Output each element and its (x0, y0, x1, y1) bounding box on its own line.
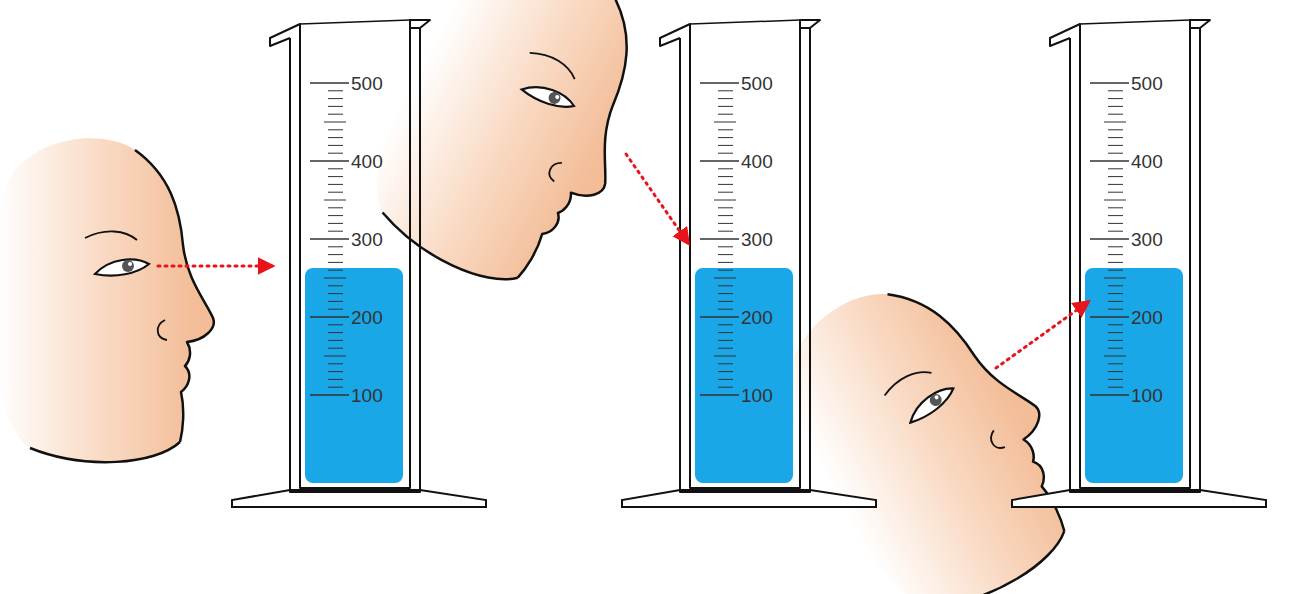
graduated-cylinder (622, 20, 876, 507)
scale-label: 200 (1131, 308, 1163, 327)
scale-ticks (310, 83, 349, 395)
scale-ticks (700, 83, 739, 395)
face-below (754, 247, 1104, 594)
scale-label: 400 (1131, 152, 1163, 171)
scale-label: 300 (351, 230, 383, 249)
scale-label: 200 (741, 308, 773, 327)
scale-label: 100 (351, 386, 383, 405)
sight-arrow (996, 302, 1088, 368)
scale-label: 400 (351, 152, 383, 171)
liquid (695, 268, 793, 483)
scale-label: 100 (741, 386, 773, 405)
liquid (1085, 268, 1183, 483)
sight-lines (158, 154, 1088, 368)
cylinder-wall (1050, 20, 1210, 492)
scale-label: 300 (741, 230, 773, 249)
scale-label: 400 (741, 152, 773, 171)
scale-label: 500 (351, 74, 383, 93)
graduated-cylinder (232, 20, 486, 507)
scale-ticks (1090, 83, 1129, 395)
cylinder-wall (660, 20, 820, 492)
cylinder-rim (690, 20, 800, 24)
face-above (341, 0, 691, 311)
cylinder-rim (300, 20, 410, 24)
cylinder-rim (1080, 20, 1190, 24)
graduated-cylinder (1012, 20, 1266, 507)
sight-arrow (626, 154, 688, 243)
scale-label: 200 (351, 308, 383, 327)
scale-label: 100 (1131, 386, 1163, 405)
face-level (0, 138, 214, 462)
sight-arrow (158, 265, 272, 268)
scale-label: 500 (1131, 74, 1163, 93)
scale-label: 500 (741, 74, 773, 93)
cylinder-wall (270, 20, 430, 492)
scale-label: 300 (1131, 230, 1163, 249)
liquid (305, 268, 403, 483)
